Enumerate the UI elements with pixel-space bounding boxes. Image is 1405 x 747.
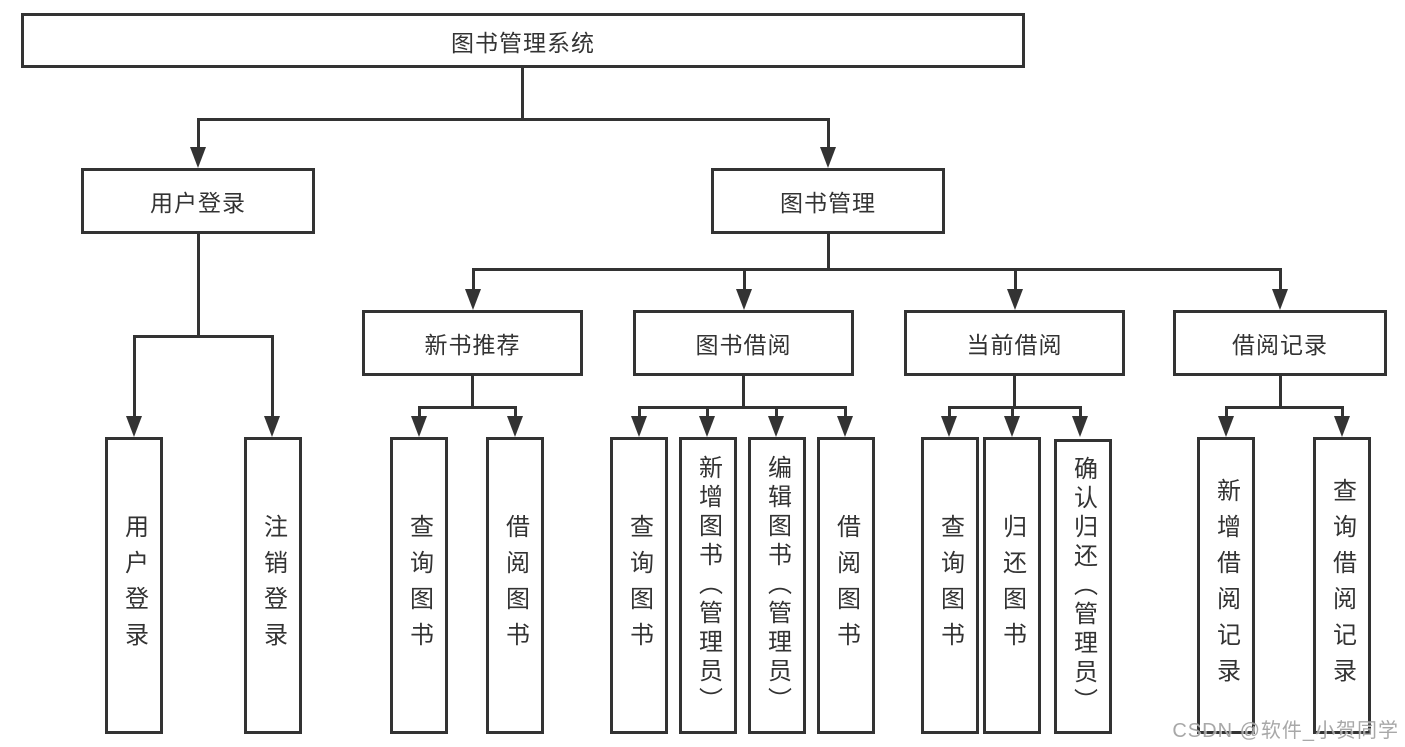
connector-ul-login-drop bbox=[133, 335, 136, 417]
leaf-br-add-record: 新增借阅记录 bbox=[1197, 437, 1255, 734]
connector-userlogin-drop bbox=[197, 118, 200, 150]
connector-newbookrec-rail bbox=[418, 406, 517, 409]
connector-currentborrow-rail bbox=[948, 406, 1082, 409]
connector-ul-logout-drop bbox=[271, 335, 274, 417]
arrow-down-icon bbox=[190, 147, 206, 168]
leaf-cb-query-books: 查询图书 bbox=[921, 437, 979, 734]
connector-root-stem bbox=[521, 68, 524, 120]
connector-root-rail bbox=[197, 118, 830, 121]
connector-cb-return-drop bbox=[1011, 406, 1014, 418]
connector-currentborrow-stem bbox=[1013, 376, 1016, 409]
leaf-bb-borrow-books: 借阅图书 bbox=[817, 437, 875, 734]
arrow-down-icon bbox=[1334, 416, 1350, 437]
connector-newbookrec-drop bbox=[472, 268, 475, 292]
arrow-down-icon bbox=[126, 416, 142, 437]
arrow-down-icon bbox=[820, 147, 836, 168]
connector-currentborrow-drop bbox=[1014, 268, 1017, 292]
arrow-down-icon bbox=[837, 416, 853, 437]
leaf-bb-query-books: 查询图书 bbox=[610, 437, 668, 734]
arrow-down-icon bbox=[1004, 416, 1020, 437]
connector-bookmgmt-rail bbox=[472, 268, 1282, 271]
arrow-down-icon bbox=[699, 416, 715, 437]
arrow-down-icon bbox=[411, 416, 427, 437]
arrow-down-icon bbox=[264, 416, 280, 437]
leaf-logout: 注销登录 bbox=[244, 437, 302, 734]
connector-bookmgmt-drop bbox=[827, 118, 830, 150]
connector-newbookrec-stem bbox=[471, 376, 474, 409]
connector-cb-query-drop bbox=[948, 406, 951, 418]
connector-br-query-drop bbox=[1341, 406, 1344, 418]
connector-borrowrecords-stem bbox=[1279, 376, 1282, 409]
connector-bb-borrow-drop bbox=[844, 406, 847, 418]
arrow-down-icon bbox=[1072, 416, 1088, 437]
connector-nb-borrow-drop bbox=[514, 406, 517, 418]
arrow-down-icon bbox=[941, 416, 957, 437]
arrow-down-icon bbox=[1007, 289, 1023, 310]
node-user-login: 用户登录 bbox=[81, 168, 315, 234]
arrow-down-icon bbox=[465, 289, 481, 310]
node-borrow-records: 借阅记录 bbox=[1173, 310, 1387, 376]
node-book-borrow: 图书借阅 bbox=[633, 310, 854, 376]
connector-borrowrecords-drop bbox=[1279, 268, 1282, 292]
connector-br-add-drop bbox=[1225, 406, 1228, 418]
node-current-borrow: 当前借阅 bbox=[904, 310, 1125, 376]
connector-userlogin-rail bbox=[133, 335, 273, 338]
connector-bookmgmt-stem bbox=[827, 234, 830, 270]
leaf-nb-borrow-books: 借阅图书 bbox=[486, 437, 544, 734]
leaf-bb-add-books-admin: 新增图书（管理员） bbox=[679, 437, 737, 734]
connector-bookborrow-rail bbox=[638, 406, 846, 409]
connector-bb-add-drop bbox=[706, 406, 709, 418]
connector-cb-confirm-drop bbox=[1079, 406, 1082, 418]
connector-bb-query-drop bbox=[638, 406, 641, 418]
leaf-bb-edit-books-admin: 编辑图书（管理员） bbox=[748, 437, 806, 734]
connector-borrowrecords-rail bbox=[1225, 406, 1342, 409]
connector-userlogin-stem bbox=[197, 234, 200, 338]
leaf-cb-confirm-return-admin: 确认归还（管理员） bbox=[1054, 439, 1112, 734]
arrow-down-icon bbox=[768, 416, 784, 437]
arrow-down-icon bbox=[507, 416, 523, 437]
leaf-nb-query-books: 查询图书 bbox=[390, 437, 448, 734]
connector-nb-query-drop bbox=[418, 406, 421, 418]
connector-bb-edit-drop bbox=[775, 406, 778, 418]
connector-bookborrow-stem bbox=[742, 376, 745, 409]
node-root: 图书管理系统 bbox=[21, 13, 1025, 68]
arrow-down-icon bbox=[1218, 416, 1234, 437]
arrow-down-icon bbox=[1272, 289, 1288, 310]
watermark: CSDN @软件_小贺同学 bbox=[1172, 720, 1399, 742]
leaf-user-login: 用户登录 bbox=[105, 437, 163, 734]
node-new-book-rec: 新书推荐 bbox=[362, 310, 583, 376]
node-book-mgmt: 图书管理 bbox=[711, 168, 945, 234]
leaf-cb-return-books: 归还图书 bbox=[983, 437, 1041, 734]
arrow-down-icon bbox=[736, 289, 752, 310]
connector-bookborrow-drop bbox=[743, 268, 746, 292]
leaf-br-query-record: 查询借阅记录 bbox=[1313, 437, 1371, 734]
arrow-down-icon bbox=[631, 416, 647, 437]
